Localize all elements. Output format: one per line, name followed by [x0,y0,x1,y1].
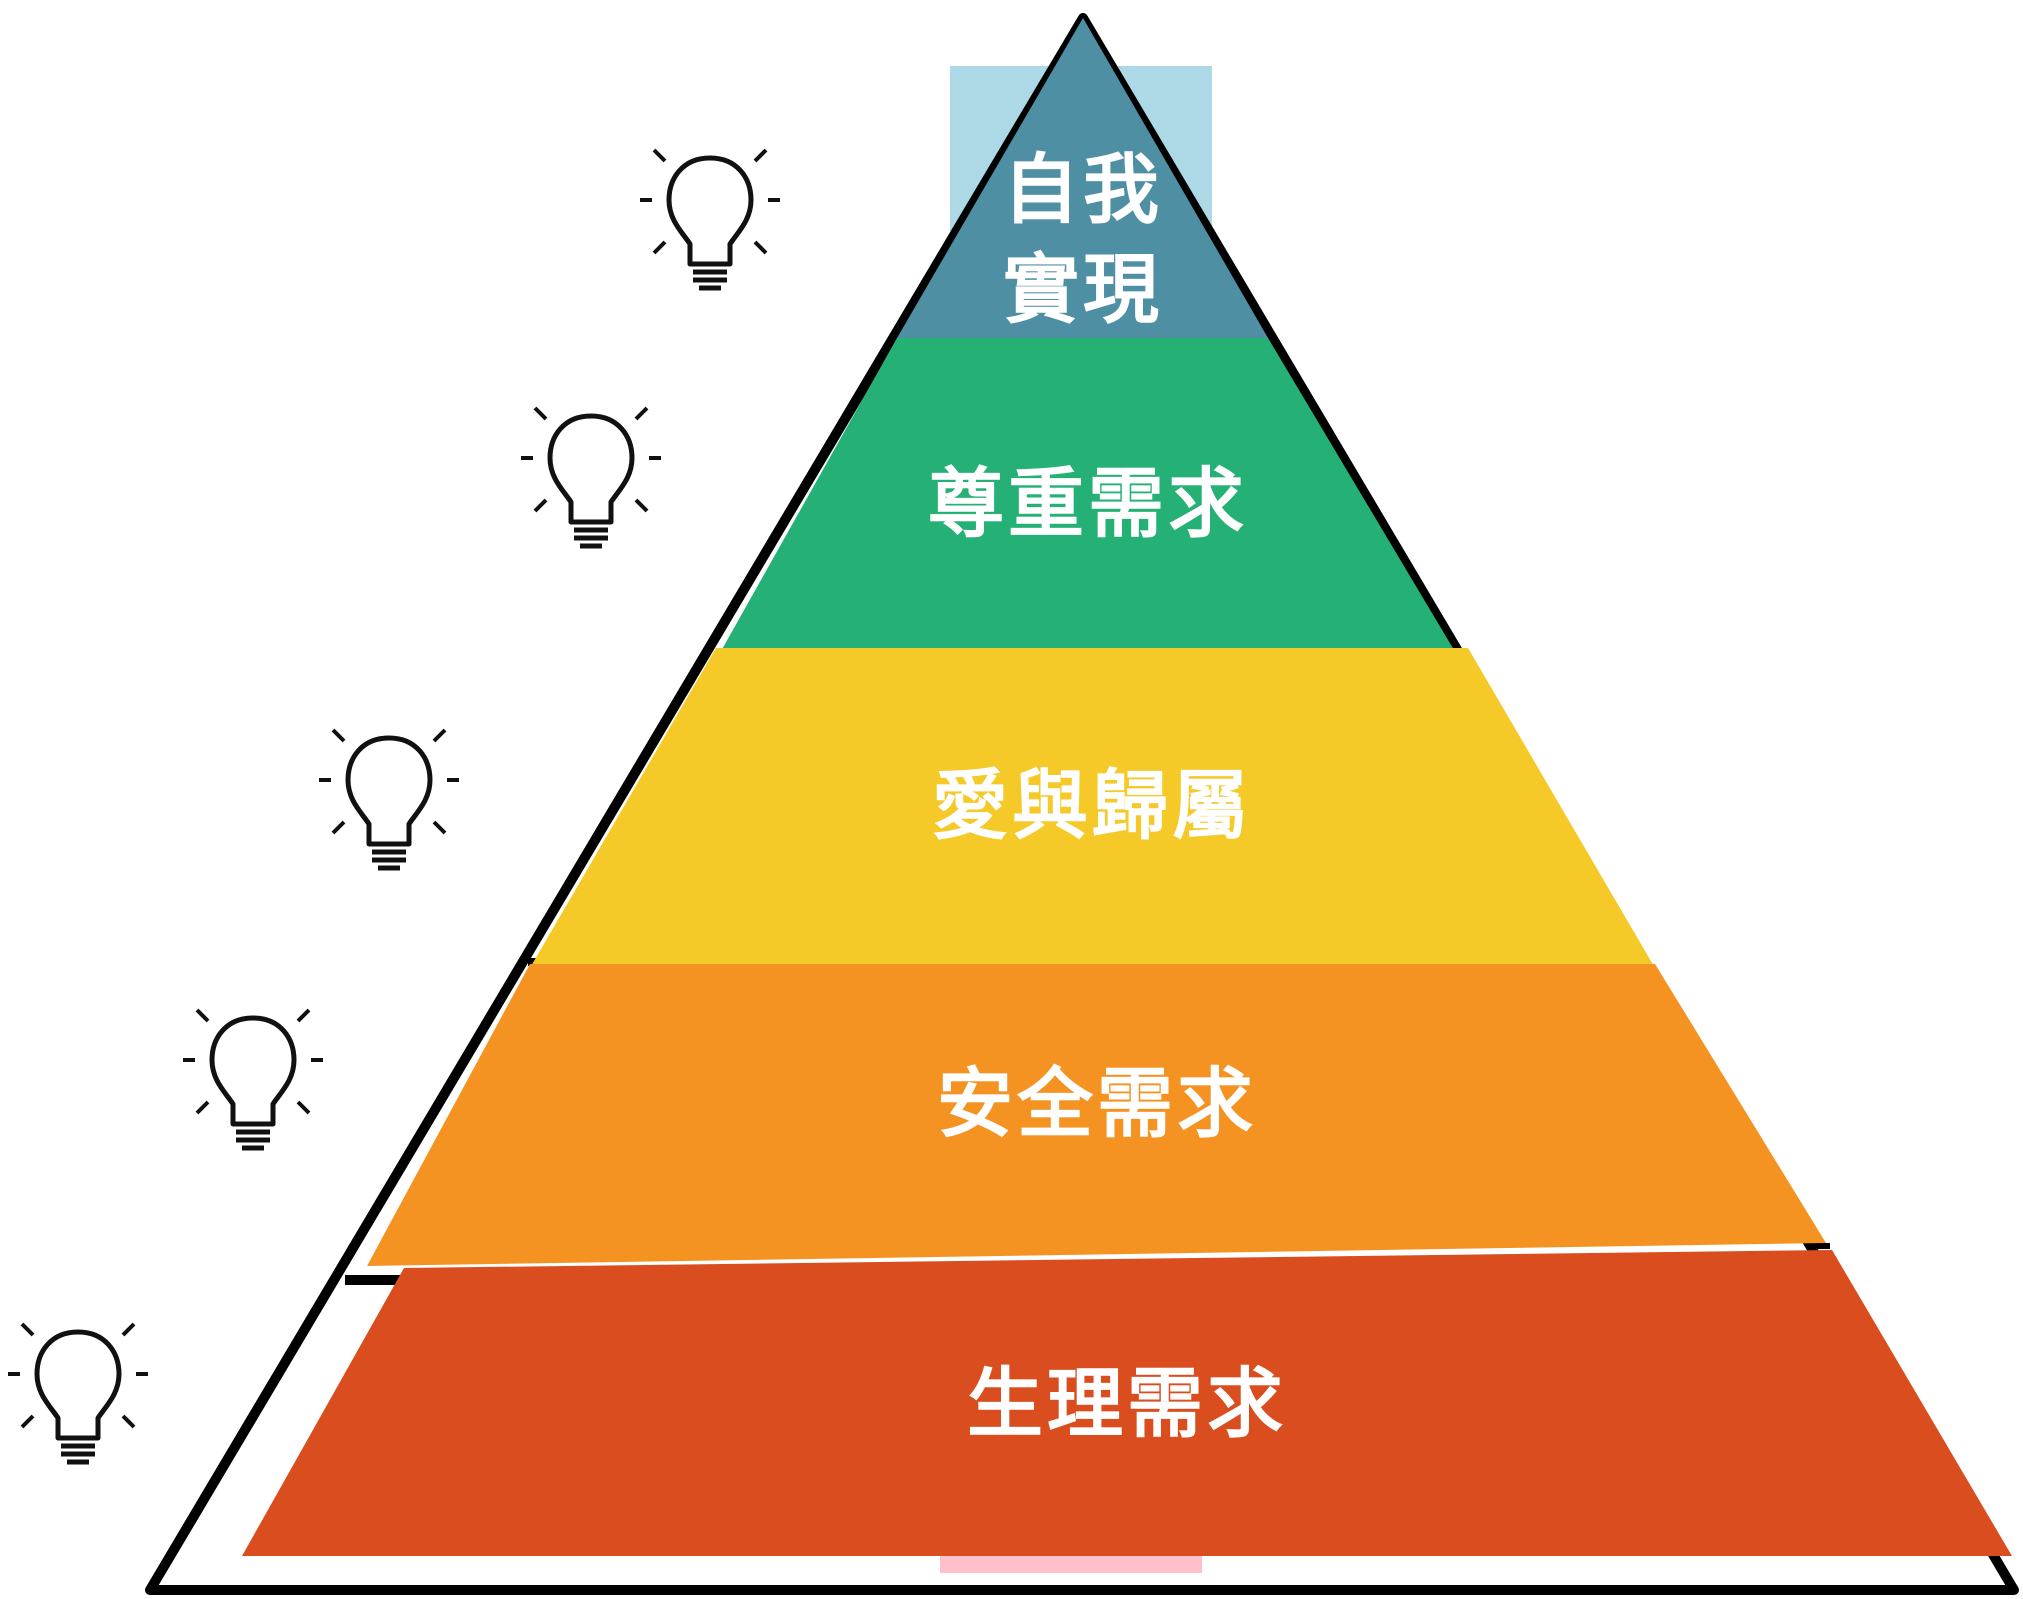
tier-label-esteem: 尊重需求 [928,459,1248,548]
tier-self-actualization [897,18,1268,338]
tier-safety [367,964,1826,1266]
tier-label-love-belonging: 愛與歸屬 [932,761,1252,850]
base-highlight-strip [940,1555,1202,1573]
tier-label-safety: 安全需求 [937,1059,1257,1148]
tier-label-self-actualization-line1: 自我 [1003,145,1163,234]
tier-esteem [716,338,1460,660]
lightbulb-icon [640,150,780,288]
lightbulb-icon [8,1324,148,1462]
tier-physiological [242,1250,2012,1556]
tier-label-physiological: 生理需求 [967,1359,1287,1448]
tier-label-self-actualization-line2: 實現 [1003,245,1163,334]
lightbulb-icon [319,730,459,868]
lightbulb-icon [183,1010,323,1148]
lightbulb-icon [521,408,661,546]
tier-love-belonging [530,648,1655,968]
